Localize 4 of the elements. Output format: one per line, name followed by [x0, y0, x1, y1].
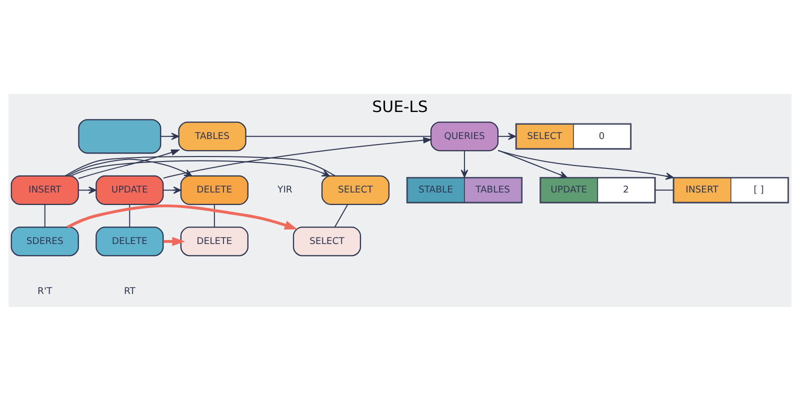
label: R'T: [38, 285, 52, 296]
diagram-title: SUE-LS: [372, 96, 428, 116]
label: RT: [124, 285, 136, 296]
node-label: YIR: [278, 184, 292, 196]
